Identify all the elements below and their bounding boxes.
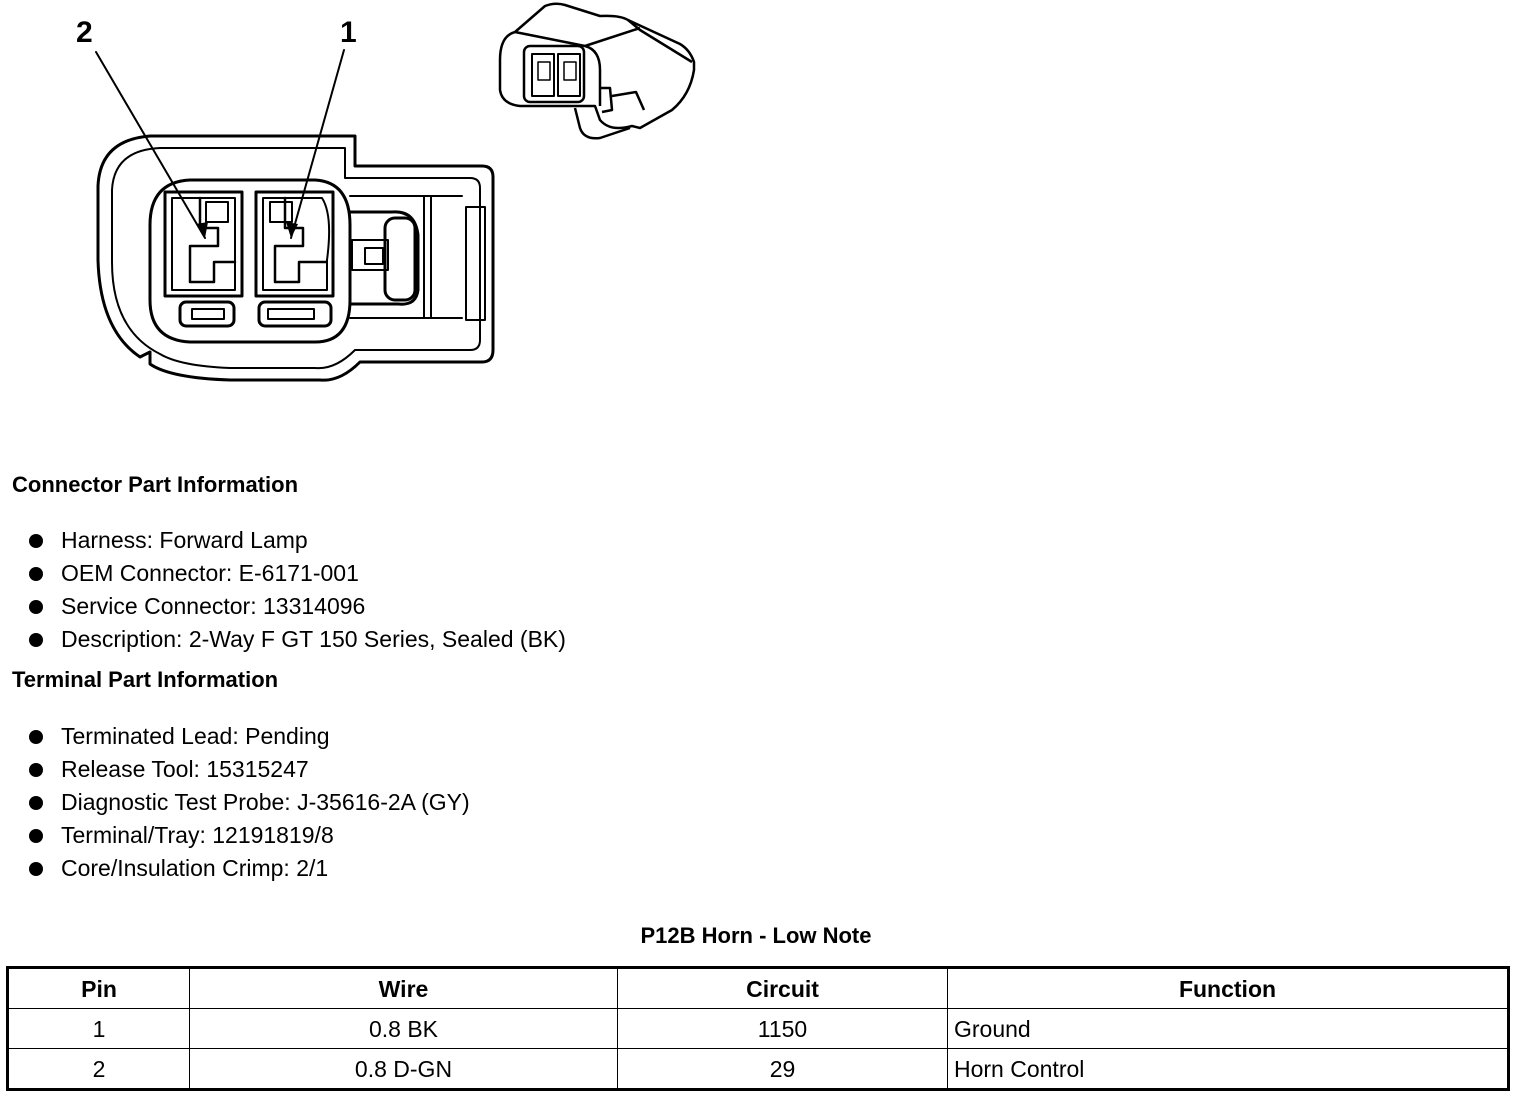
terminal-info-list: Terminated Lead: Pending Release Tool: 1…	[28, 722, 470, 887]
column-header-function: Function	[947, 967, 1509, 1009]
pin-1-leader-line	[290, 49, 345, 239]
wire-cell: 0.8 D-GN	[189, 1048, 618, 1090]
pin-2-label: 2	[76, 16, 93, 49]
terminal-info-heading: Terminal Part Information	[12, 667, 279, 692]
pin-cell: 2	[7, 1048, 190, 1090]
column-header-wire: Wire	[189, 967, 618, 1009]
connector-diagram: 2 1	[76, 2, 696, 382]
wire-cell: 0.8 BK	[189, 1008, 618, 1049]
terminal-info-item: Core/Insulation Crimp: 2/1	[28, 854, 470, 887]
connector-housing-inner-edge	[111, 147, 481, 370]
terminal-cavity-1	[254, 190, 335, 298]
connector-info-item: OEM Connector: E-6171-001	[28, 559, 566, 592]
connector-housing-outline	[96, 134, 495, 382]
terminal-info-item: Diagnostic Test Probe: J-35616-2A (GY)	[28, 788, 470, 821]
seal-slot-1	[257, 300, 333, 328]
function-cell: Horn Control	[947, 1048, 1509, 1090]
column-header-circuit: Circuit	[617, 967, 948, 1009]
pin-cell: 1	[7, 1008, 190, 1049]
connector-latch	[348, 210, 420, 306]
pinout-table: Pin Wire Circuit Function 1 0.8 BK 1150 …	[6, 966, 1510, 1091]
cavity-block	[148, 178, 352, 344]
table-row: 1 0.8 BK 1150 Ground	[7, 1008, 1509, 1049]
connector-info-item: Harness: Forward Lamp	[28, 526, 566, 559]
column-header-pin: Pin	[7, 967, 190, 1009]
connector-info-item: Service Connector: 13314096	[28, 592, 566, 625]
table-row: 2 0.8 D-GN 29 Horn Control	[7, 1048, 1509, 1090]
terminal-info-item: Terminal/Tray: 12191819/8	[28, 821, 470, 854]
connector-info-heading: Connector Part Information	[12, 472, 299, 497]
pin-1-label: 1	[340, 16, 357, 49]
connector-perspective-view	[498, 2, 696, 140]
function-cell: Ground	[947, 1008, 1509, 1049]
terminal-info-item: Release Tool: 15315247	[28, 755, 470, 788]
pin-2-leader-line	[95, 51, 206, 239]
seal-slot-2	[178, 300, 236, 328]
table-title: P12B Horn - Low Note	[640, 923, 872, 948]
circuit-cell: 29	[617, 1048, 948, 1090]
terminal-cavity-2	[163, 190, 244, 298]
table-header-row: Pin Wire Circuit Function	[7, 967, 1509, 1009]
terminal-info-item: Terminated Lead: Pending	[28, 722, 470, 755]
circuit-cell: 1150	[617, 1008, 948, 1049]
connector-info-item: Description: 2-Way F GT 150 Series, Seal…	[28, 625, 566, 658]
connector-info-list: Harness: Forward Lamp OEM Connector: E-6…	[28, 526, 566, 658]
